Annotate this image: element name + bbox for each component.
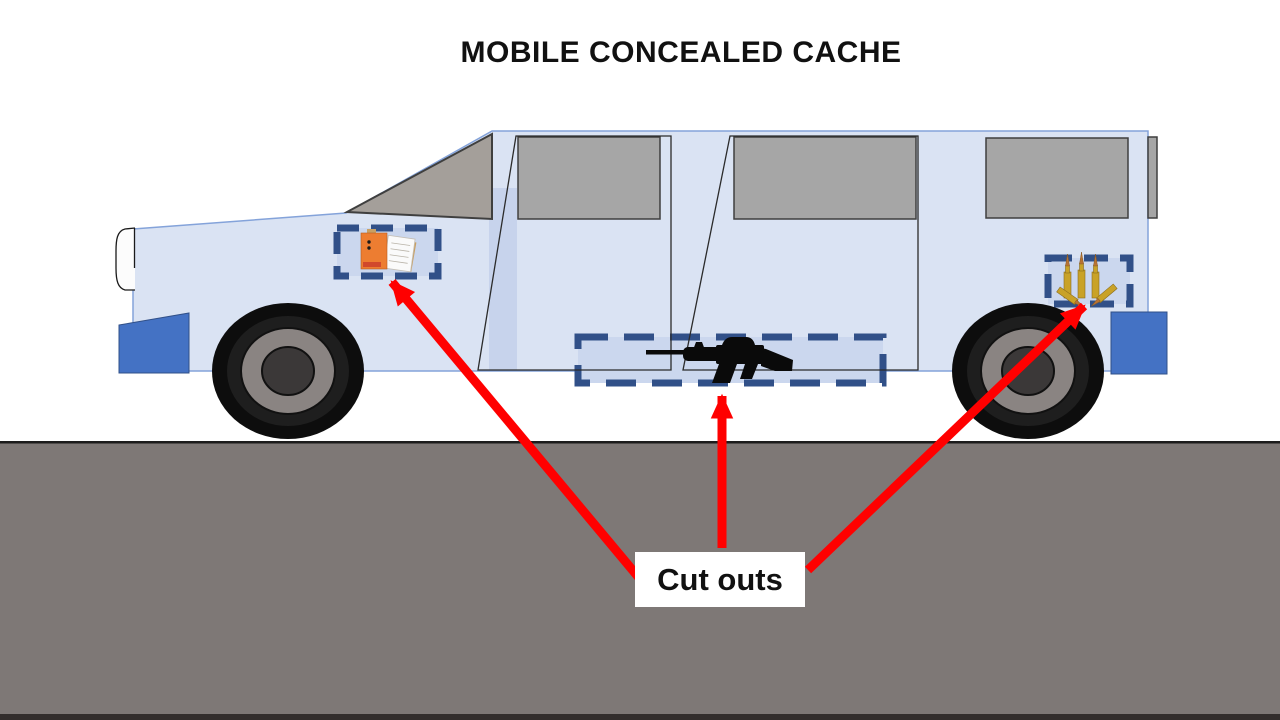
slide-title: MOBILE CONCEALED CACHE xyxy=(460,36,902,69)
rear-door-outline xyxy=(682,135,919,371)
front-door-outline xyxy=(477,135,672,371)
vehicle xyxy=(115,130,1168,375)
rear-wheel xyxy=(952,303,1104,439)
cutouts-label-text: Cut outs xyxy=(657,561,783,597)
cargo-window xyxy=(985,137,1129,219)
front-door-window xyxy=(517,136,661,220)
front-fender-cutout xyxy=(333,224,442,280)
orange-device-icon xyxy=(360,229,388,270)
rifle-icon xyxy=(646,337,793,383)
rear-bumper xyxy=(1110,311,1168,375)
ground-bottom-strip xyxy=(0,714,1280,720)
front-wheel xyxy=(212,303,364,439)
headlight-icon xyxy=(115,227,136,291)
arrow-to-front-cutout xyxy=(388,279,644,582)
rear-pillar xyxy=(1147,136,1158,219)
callout-arrows xyxy=(388,279,1088,582)
arrow-to-rear-cutout xyxy=(804,302,1088,574)
documents-icon xyxy=(383,234,417,273)
rear-door-window xyxy=(733,136,917,220)
cutouts-label: Cut outs xyxy=(635,552,805,607)
front-bumper xyxy=(118,312,190,374)
windshield xyxy=(343,132,493,221)
rear-fender-cutout xyxy=(1044,251,1134,308)
ground-edge-line xyxy=(0,441,1280,444)
